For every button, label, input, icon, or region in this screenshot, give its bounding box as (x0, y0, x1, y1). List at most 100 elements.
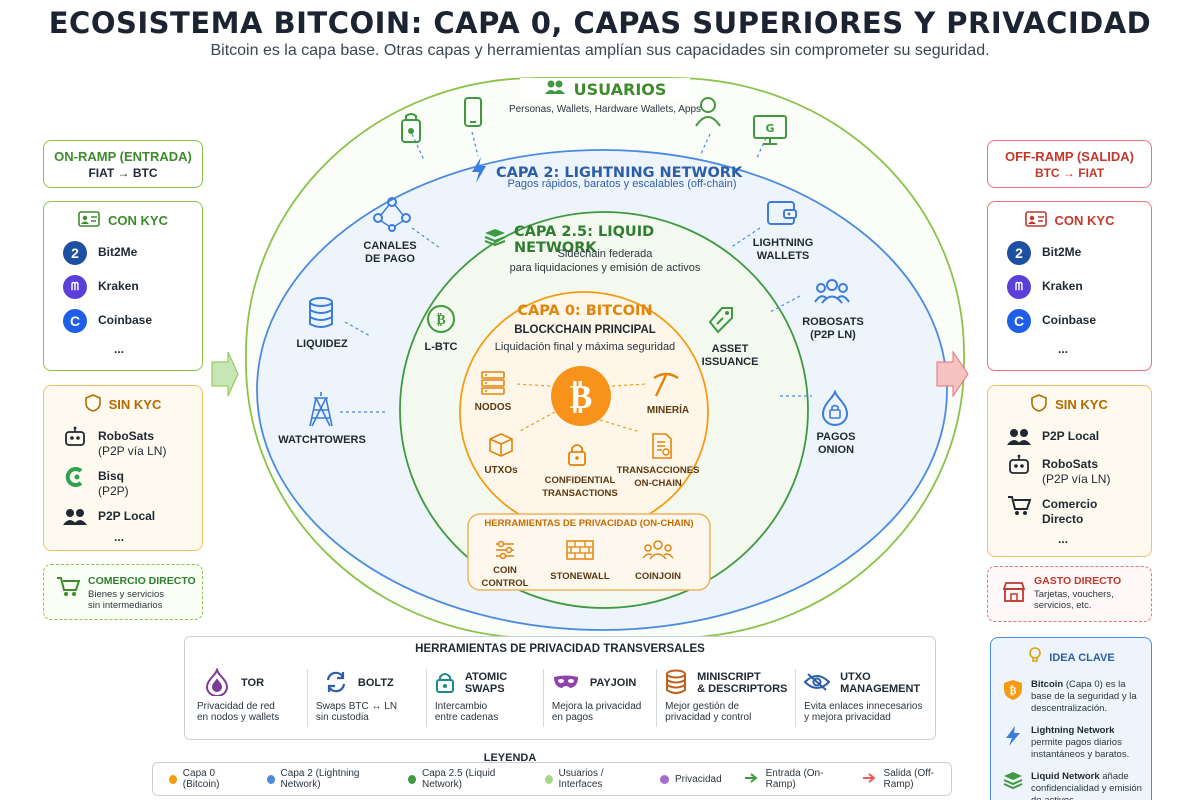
svg-text:G: G (765, 122, 774, 135)
wallet-icon (766, 198, 798, 233)
item-label: Bit2Me (98, 245, 138, 259)
robosats-people-icon (814, 278, 850, 309)
server-icon (480, 370, 506, 401)
idea-title: IDEA CLAVE (1049, 651, 1115, 664)
offramp-nokyc-item-p2p[interactable]: P2P Local (1006, 424, 1151, 452)
tool-name: MINISCRIPT & DESCRIPTORS (697, 671, 788, 695)
tool-utxo-management[interactable]: UTXO MANAGEMENT Evita enlaces innecesari… (803, 667, 925, 729)
coin-control-icon (494, 540, 516, 565)
idea-item-bold: Liquid Network (1031, 771, 1100, 782)
utxo-box-icon (488, 432, 514, 463)
offramp-kyc-title: CON KYC (1054, 212, 1115, 228)
tool-desc: Swaps BTC ↔ LN sin custodia (315, 701, 398, 723)
spend-desc1: Tarjetas, vouchers, (1034, 589, 1114, 600)
offramp-nokyc-item-robosats[interactable]: RoboSats(P2P vía LN) (1006, 452, 1151, 492)
cart-icon (1006, 492, 1032, 518)
users-desc: Personas, Wallets, Hardware Wallets, App… (508, 104, 702, 115)
onramp-commerce-panel[interactable]: COMERCIO DIRECTO Bienes y servicios sin … (43, 564, 203, 620)
legend-item: Capa 2 (Lightning Network) (266, 768, 386, 790)
idea-panel: IDEA CLAVE ₿ Bitcoin (Capa 0) es la base… (990, 637, 1152, 800)
layer2-desc: Pagos rápidos, baratos y escalables (off… (507, 178, 737, 190)
idea-item-text: (Capa 0) es la base de la seguridad y la… (1031, 679, 1137, 714)
offramp-spend-panel[interactable]: GASTO DIRECTO Tarjetas, vouchers, servic… (987, 566, 1152, 622)
idea-item-bitcoin: ₿ Bitcoin (Capa 0) es la base de la segu… (1003, 679, 1143, 715)
database-icon (665, 669, 687, 698)
store-icon (1002, 581, 1026, 611)
legend-label: Privacidad (674, 773, 722, 785)
onramp-kyc-title: CON KYC (108, 212, 168, 228)
layer0-title: CAPA 0: BITCOIN (517, 303, 653, 319)
more-dots: ... (114, 530, 125, 544)
item-sub: (P2P vía LN) (1042, 472, 1111, 486)
onion-icon (820, 388, 850, 431)
asset-tag-icon (706, 304, 736, 339)
legend-dot (659, 774, 669, 784)
confidential-lock-icon (566, 440, 588, 473)
legend-label: Capa 0 (Bitcoin) (182, 768, 220, 790)
legend-label: Capa 2 (Lightning Network) (280, 768, 360, 790)
onion-label: PAGOS ONION (816, 431, 856, 456)
legend-panel: Capa 0 (Bitcoin) Capa 2 (Lightning Networ… (152, 762, 952, 796)
item-label: Coinbase (98, 313, 153, 327)
layer25-header: CAPA 2.5: LIQUID NETWORK (484, 224, 734, 256)
channels-icon (372, 196, 412, 237)
commerce-desc1: Bienes y servicios (88, 589, 165, 600)
tool-desc: Mejora la privacidad en pagos (551, 701, 642, 723)
legend-item: Entrada (On-Ramp) (744, 768, 840, 790)
transversal-tools: TOR Privacidad de red en nodos y wallets… (197, 666, 925, 729)
confidential-label: CONFIDENTIAL TRANSACTIONS (542, 475, 618, 499)
item-label: Kraken (98, 279, 139, 293)
stack-icon (484, 228, 506, 253)
layer0-sub: BLOCKCHAIN PRINCIPAL (514, 324, 656, 336)
svg-text:₿: ₿ (570, 377, 593, 417)
mask-icon (552, 673, 580, 694)
offramp-nokyc-title: SIN KYC (1055, 396, 1108, 412)
tool-payjoin[interactable]: PAYJOIN Mejora la privacidad en pagos (552, 667, 648, 729)
shield-icon (1031, 393, 1047, 415)
stonewall-icon (566, 540, 594, 565)
stack-icon (1003, 771, 1023, 800)
idea-item-bold: Bitcoin (1031, 679, 1064, 690)
onramp-nokyc-item-robosats[interactable]: RoboSats(P2P vía LN) (62, 424, 202, 464)
liquidity-label: LIQUIDEZ (296, 338, 348, 350)
onramp-nokyc-item-bisq[interactable]: Bisq(P2P) (62, 464, 202, 504)
onramp-nokyc-header: SIN KYC (44, 390, 202, 418)
nodos-label: NODOS (474, 402, 512, 413)
legend-item: Salida (Off-Ramp) (862, 768, 951, 790)
mineria-label: MINERÍA (646, 405, 690, 416)
tool-atomic-swaps[interactable]: ATOMIC SWAPS Intercambio entre cadenas (435, 667, 535, 729)
spend-desc2: servicios, etc. (1034, 600, 1092, 611)
coinbase-logo: C (63, 309, 87, 333)
tool-desc: Evita enlaces innecesarios y mejora priv… (804, 701, 923, 723)
kraken-logo: ᗰ (1007, 275, 1031, 299)
people-icon (62, 504, 88, 530)
eye-off-icon (803, 672, 831, 695)
lock-icon (435, 670, 455, 697)
onramp-kyc-item-coinbase[interactable]: C Coinbase (62, 308, 202, 342)
tool-tor[interactable]: TOR Privacidad de red en nodos y wallets (197, 666, 299, 729)
layer2-header: CAPA 2: LIGHTNING NETWORK (470, 156, 750, 189)
idea-item-liquid: Liquid Network añade confidencialidad y … (1003, 771, 1143, 800)
id-card-icon (78, 210, 100, 230)
legend-label: Entrada (On-Ramp) (765, 768, 824, 790)
coinbase-logo: C (1007, 309, 1031, 333)
item-sub: (P2P vía LN) (98, 444, 167, 458)
idea-header: IDEA CLAVE (991, 646, 1151, 669)
liquidity-icon (306, 296, 336, 335)
tool-miniscript[interactable]: MINISCRIPT & DESCRIPTORS Mejor gestión d… (665, 667, 787, 729)
legend-title: LEYENDA (460, 752, 560, 764)
item-label: P2P Local (98, 509, 156, 523)
offramp-sub: BTC → FIAT (1034, 166, 1105, 180)
offramp-kyc-header: CON KYC (988, 206, 1151, 234)
tool-boltz[interactable]: BOLTZ Swaps BTC ↔ LN sin custodia (316, 667, 418, 729)
tor-icon (205, 666, 229, 699)
onramp-nokyc-item-p2p[interactable]: P2P Local (62, 504, 202, 530)
item-label: Comercio (1042, 497, 1098, 511)
